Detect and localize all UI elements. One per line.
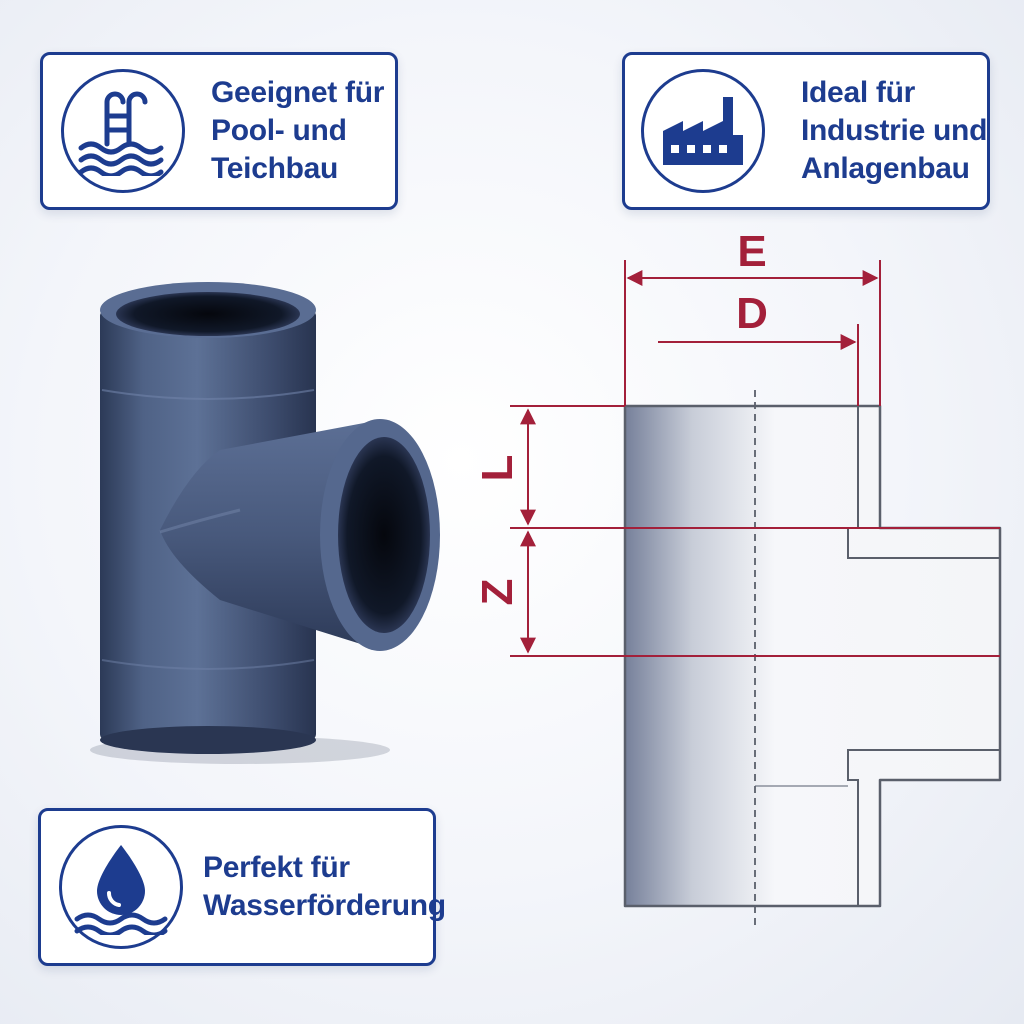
dimension-label-l: L xyxy=(473,455,522,482)
water-badge-line-1: Perfekt für xyxy=(203,851,350,884)
dimension-label-e: E xyxy=(737,227,766,276)
pool-ladder-icon xyxy=(78,91,164,176)
industry-badge-line-3: Anlagenbau xyxy=(801,152,970,185)
pool-badge-text: Geeignet für Pool- und Teichbau xyxy=(211,74,384,188)
factory-icon xyxy=(663,97,743,165)
pvc-tee-fitting-image xyxy=(90,282,440,764)
dimension-label-d: D xyxy=(736,289,768,338)
industry-badge-line-1: Ideal für xyxy=(801,76,915,109)
industry-badge-line-2: Industrie und xyxy=(801,114,988,147)
industry-badge-text: Ideal für Industrie und Anlagenbau xyxy=(801,74,987,188)
pool-badge: Geeignet für Pool- und Teichbau xyxy=(40,52,398,210)
water-badge: Perfekt für Wasserförderung xyxy=(38,808,446,966)
dimension-label-z: Z xyxy=(473,579,522,606)
pool-badge-line-2: Pool- und xyxy=(211,114,347,147)
pool-icon-circle xyxy=(61,69,185,193)
fitting-section-outline xyxy=(623,390,1002,925)
industry-badge: Ideal für Industrie und Anlagenbau xyxy=(622,52,990,210)
water-drop-icon xyxy=(74,845,168,935)
dimension-lines xyxy=(510,260,1000,657)
industry-icon-circle xyxy=(641,69,765,193)
water-badge-text: Perfekt für Wasserförderung xyxy=(203,849,446,925)
pool-badge-line-3: Teichbau xyxy=(211,152,339,185)
water-icon-circle xyxy=(59,825,183,949)
water-badge-line-2: Wasserförderung xyxy=(203,889,446,922)
pool-badge-line-1: Geeignet für xyxy=(211,76,385,109)
dimension-diagram: E D L Z xyxy=(473,227,1002,925)
